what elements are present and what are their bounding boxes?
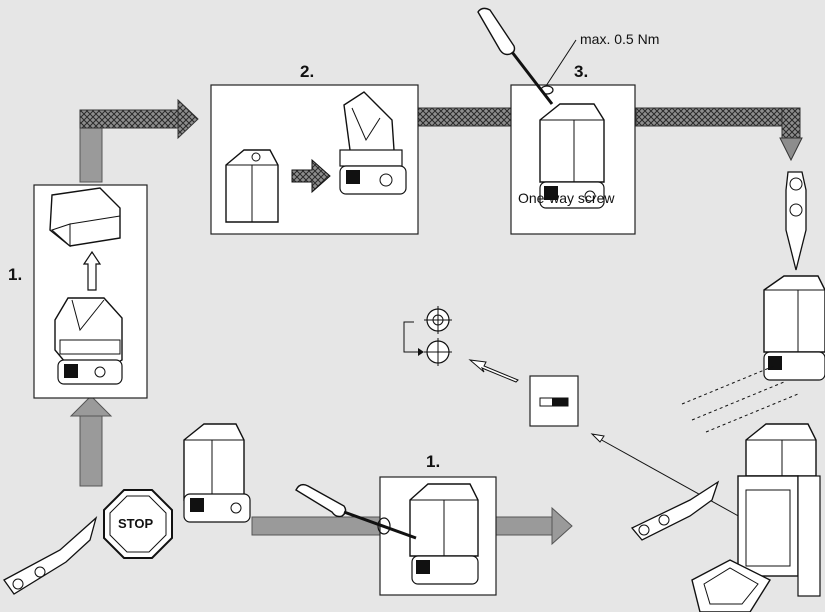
flow-arrow-bottom-right-1 bbox=[251, 516, 381, 536]
screwdriver-icon bbox=[295, 483, 417, 540]
stop-sign-icon bbox=[103, 489, 173, 559]
flow-arrow-up-to-step1 bbox=[69, 395, 113, 487]
step3-frame bbox=[510, 84, 636, 235]
safety-switch-icon bbox=[763, 275, 825, 381]
step1-left-frame bbox=[33, 184, 148, 399]
stop-sign-label: STOP bbox=[118, 516, 154, 531]
crosshair-icon bbox=[403, 306, 452, 366]
safety-switch-icon bbox=[691, 423, 821, 612]
torque-label: max. 0.5 Nm bbox=[580, 31, 660, 47]
safety-switch-icon bbox=[183, 423, 251, 523]
flow-arrow-step2-to-step3 bbox=[417, 107, 513, 127]
mounting-detail-frame bbox=[529, 375, 579, 427]
actuator-key-icon bbox=[3, 516, 98, 595]
flow-arrow-step3-down bbox=[635, 107, 803, 162]
step2-frame bbox=[210, 84, 419, 235]
alignment-dashed-lines bbox=[681, 365, 799, 433]
screwdriver-icon bbox=[477, 7, 577, 105]
step-label-1-left: 1. bbox=[8, 265, 23, 284]
actuator-key-icon bbox=[785, 171, 807, 271]
step-label-3: 3. bbox=[574, 62, 589, 81]
hollow-arrow-to-crosshair bbox=[468, 359, 519, 383]
flow-arrow-up-right bbox=[79, 98, 199, 183]
actuator-key-icon bbox=[630, 480, 720, 541]
step-label-2: 2. bbox=[300, 62, 315, 81]
pointer-line bbox=[590, 433, 743, 519]
flow-arrow-bottom-right-2 bbox=[495, 506, 573, 546]
step-label-1-bottom: 1. bbox=[426, 452, 441, 471]
one-way-screw-label: One-way screw bbox=[518, 190, 615, 206]
step1-bottom-frame bbox=[379, 476, 497, 596]
